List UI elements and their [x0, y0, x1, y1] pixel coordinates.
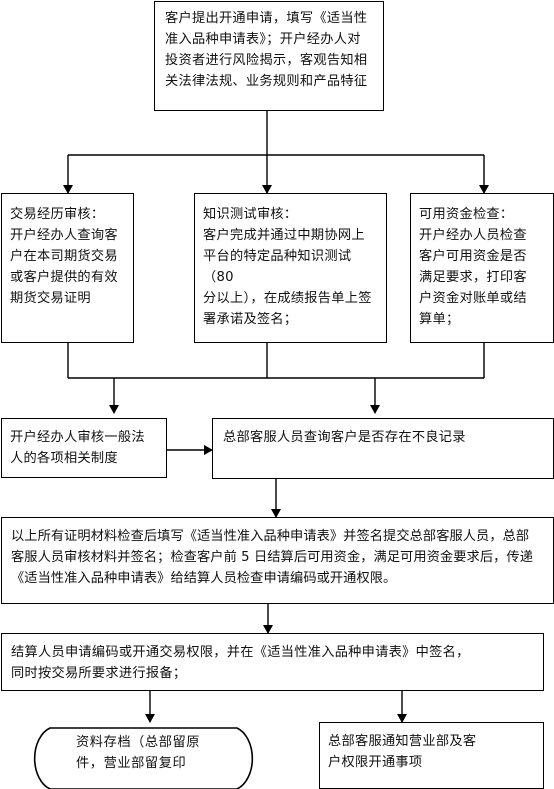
archive-terminal-shape	[33, 727, 254, 789]
bad-record-box: 总部客服人员查询客户是否存在不良记录	[212, 418, 554, 479]
notify-box: 总部客服通知营业部及客 户权限开通事项	[319, 722, 544, 789]
submit-box: 以上所有证明材料检查后填写《适当性准入品种申请表》并签名提交总部客服人员，总部 …	[1, 517, 554, 604]
general-rules-box: 开户经办人审核一般法 人的各项相关制度	[1, 418, 167, 478]
settle-box: 结算人员申请编码或开通交易权限，并在《适当性准入品种申请表》中签名， 同时按交易…	[1, 633, 544, 691]
submit-text: 以上所有证明材料检查后填写《适当性准入品种申请表》并签名提交总部客服人员，总部 …	[11, 529, 533, 586]
trade-exp-box: 交易经历审核： 开户经办人查询客 户在本司期货交易 或客户提供的有效 期货交易证…	[1, 193, 134, 343]
knowledge-box: 知识测试审核： 客户完成并通过中期协网上 平台的特定品种知识测试（80 分以上）…	[194, 193, 387, 343]
bad-record-text: 总部客服人员查询客户是否存在不良记录	[223, 430, 466, 445]
archive-box: 资料存档（总部留原 件，营业部留复印	[28, 728, 260, 789]
archive-text: 资料存档（总部留原 件，营业部留复印	[76, 735, 201, 771]
general-rules-text: 开户经办人审核一般法 人的各项相关制度	[10, 430, 145, 466]
start-text: 客户提出开通申请，填写《适当性 准入品种申请表》；开户经办人对 投资者进行风险揭…	[165, 11, 368, 89]
trade-exp-text: 交易经历审核： 开户经办人查询客 户在本司期货交易 或客户提供的有效 期货交易证…	[10, 207, 118, 306]
funds-box: 可用资金检查： 开户经办人员检查 客户可用资金是否 满足要求，打印客 户资金对账…	[410, 193, 554, 343]
funds-text: 可用资金检查： 开户经办人员检查 客户可用资金是否 满足要求，打印客 户资金对账…	[419, 207, 527, 327]
start-box: 客户提出开通申请，填写《适当性 准入品种申请表》；开户经办人对 投资者进行风险揭…	[154, 1, 384, 111]
notify-text: 总部客服通知营业部及客 户权限开通事项	[328, 734, 477, 770]
settle-text: 结算人员申请编码或开通交易权限，并在《适当性准入品种申请表》中签名， 同时按交易…	[11, 645, 470, 681]
knowledge-text: 知识测试审核： 客户完成并通过中期协网上 平台的特定品种知识测试（80 分以上）…	[203, 207, 372, 327]
